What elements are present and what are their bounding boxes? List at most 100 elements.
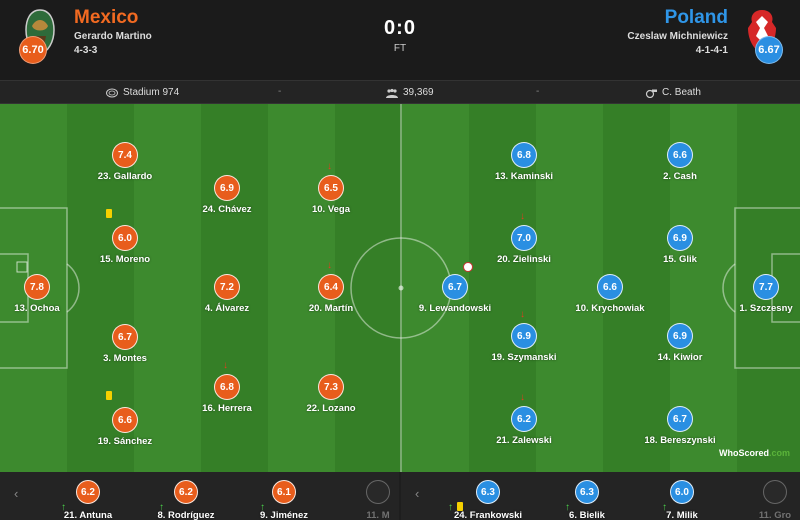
sub-on-arrow-icon: ↑ [61,502,66,513]
player-home-moreno[interactable]: 6.0 15. Moreno [80,209,170,265]
player-away-zalewski[interactable]: ↓ 6.2 21. Zalewski [479,392,569,446]
player-rating: 7.3 [318,374,344,400]
stadium-icon [106,88,118,97]
player-rating: 6.7 [112,324,138,350]
match-status: FT [393,43,407,54]
bench-away-bielik[interactable]: ↑ 6.3 6. Bielik [547,480,627,520]
away-substitutes: ‹ ↑ 6.3 24. Frankowski ↑ 6.3 6. Bielik ↑… [401,472,800,520]
bench-away-partial[interactable]: 11. Gro [735,480,800,520]
player-rating: 6.4 [318,274,344,300]
match-info-bar: Stadium 974 - 39,369 - C. Beath [0,80,800,104]
player-rating: 7.8 [24,274,50,300]
player-home-lozano[interactable]: 7.3 22. Lozano [286,374,376,414]
player-name: 23. Gallardo [97,171,153,182]
player-rating [366,480,390,504]
player-name: 16. Herrera [202,403,252,414]
player-name: 20. Zielinski [497,254,551,265]
football-icon [463,262,473,272]
player-name: 18. Bereszynski [644,435,716,446]
player-away-kaminski[interactable]: 6.8 13. Kaminski [479,142,569,182]
away-team-rating: 6.67 [755,36,783,64]
away-formation: 4-1-4-1 [695,45,728,56]
sub-off-arrow-icon: ↓ [520,211,525,222]
bench-home-rodriguez[interactable]: ↑ 6.2 8. Rodríguez [146,480,226,520]
player-rating: 6.3 [575,480,599,504]
bench-home-partial[interactable]: 11. M [338,480,418,520]
player-away-kiwior[interactable]: 6.9 14. Kiwior [635,323,725,363]
chevron-left-icon[interactable]: ‹ [14,486,19,501]
referee-name: C. Beath [662,87,701,98]
player-away-zielinski[interactable]: ↓ 7.0 20. Zielinski [479,211,569,265]
player-name: 11. Gro [758,510,792,520]
player-name: 13. Kaminski [494,171,554,182]
player-rating: 6.6 [597,274,623,300]
sub-off-arrow-icon: ↓ [520,392,525,403]
player-rating: 6.9 [667,323,693,349]
bench-away-milik[interactable]: ↑ 6.0 7. Milik [642,480,722,520]
yellow-card-icon [106,391,112,400]
chevron-left-icon[interactable]: ‹ [415,486,420,501]
player-rating: 6.2 [76,480,100,504]
player-rating: 7.4 [112,142,138,168]
player-name: 10. Krychowiak [575,303,645,314]
player-name: 7. Milik [666,510,698,520]
player-away-szymanski[interactable]: ↓ 6.9 19. Szymanski [479,309,569,363]
player-name: 2. Cash [663,171,697,182]
player-away-lewandowski[interactable]: 6.7 9. Lewandowski [410,262,500,314]
player-away-szczesny[interactable]: 7.7 1. Szczesny [721,274,800,314]
player-home-chavez[interactable]: 6.9 24. Chávez [182,175,272,215]
player-rating: 6.9 [511,323,537,349]
sub-on-arrow-icon: ↑ [260,502,265,513]
sub-off-arrow-icon: ↓ [520,309,525,320]
away-team-name[interactable]: Poland [664,7,728,28]
player-name: 8. Rodríguez [157,510,215,520]
player-rating: 6.9 [214,175,240,201]
player-away-krychowiak[interactable]: 6.6 10. Krychowiak [565,274,655,314]
player-name: 15. Glik [663,254,697,265]
player-away-glik[interactable]: 6.9 15. Glik [635,225,725,265]
sub-on-arrow-icon: ↑ [159,502,164,513]
player-rating [763,480,787,504]
player-home-herrera[interactable]: ↓ 6.8 16. Herrera [182,360,272,414]
player-name: 20. Martín [308,303,354,314]
player-away-cash[interactable]: 6.6 2. Cash [635,142,725,182]
crowd-icon [386,88,398,98]
bench-away-frankowski[interactable]: ↑ 6.3 24. Frankowski [448,480,528,520]
player-name: 22. Lozano [306,403,356,414]
player-rating: 6.2 [174,480,198,504]
player-name: 19. Szymanski [491,352,557,363]
player-home-martin[interactable]: ↓ 6.4 20. Martín [286,260,376,314]
away-coach: Czeslaw Michniewicz [627,31,728,42]
player-home-gallardo[interactable]: 7.4 23. Gallardo [80,142,170,182]
bench-home-jimenez[interactable]: ↑ 6.1 9. Jiménez [244,480,324,520]
player-rating: 6.6 [112,407,138,433]
player-rating: 6.9 [667,225,693,251]
bench-home-antuna[interactable]: ↑ 6.2 21. Antuna [48,480,128,520]
home-team-name[interactable]: Mexico [74,7,139,28]
player-rating: 6.2 [511,406,537,432]
player-home-ochoa[interactable]: 7.8 13. Ochoa [0,274,82,314]
yellow-card-icon [106,209,112,218]
player-rating: 6.7 [442,274,468,300]
player-home-alvarez[interactable]: 7.2 4. Álvarez [182,274,272,314]
info-separator: - [536,86,540,97]
player-away-bereszynski[interactable]: 6.7 18. Bereszynski [635,406,725,446]
player-name: 1. Szczesny [739,303,793,314]
attendance-count: 39,369 [403,87,434,98]
sub-on-arrow-icon: ↑ [448,502,453,513]
player-rating: 6.6 [667,142,693,168]
player-home-vega[interactable]: ↓ 6.5 10. Vega [286,161,376,215]
pitch: 7.4 23. Gallardo 6.0 15. Moreno 7.8 13. … [0,104,800,472]
player-rating: 6.3 [476,480,500,504]
player-name: 15. Moreno [99,254,151,265]
player-home-sanchez[interactable]: 6.6 19. Sánchez [80,391,170,447]
player-name: 11. M [366,510,390,520]
player-rating: 6.0 [670,480,694,504]
sub-off-arrow-icon: ↓ [223,360,228,371]
player-home-montes[interactable]: 6.7 3. Montes [80,324,170,364]
match-header: 6.70 Mexico Gerardo Martino 4-3-3 0:0 FT… [0,0,800,80]
home-team-rating: 6.70 [19,36,47,64]
player-name: 19. Sánchez [97,436,153,447]
whoscored-logo: WhoScored.com [718,448,790,458]
yellow-card-icon [457,502,463,511]
